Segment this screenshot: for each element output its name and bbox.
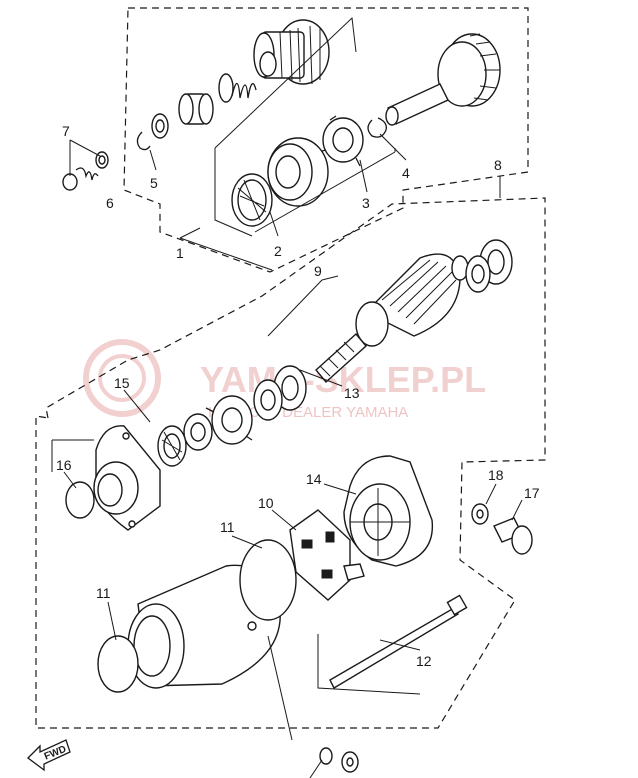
callout-labels: 1 2 3 4 5 6 7 8 9 13 15 16 18 17 10 14 1… bbox=[56, 123, 540, 669]
needle-bearing bbox=[231, 173, 273, 227]
callout-9: 9 bbox=[314, 263, 322, 279]
clutch-group-outline bbox=[123, 7, 529, 273]
callout-18: 18 bbox=[488, 467, 504, 483]
spring bbox=[218, 73, 257, 103]
callout-8: 8 bbox=[494, 157, 502, 173]
clutch-housing bbox=[267, 137, 329, 207]
callout-4: 4 bbox=[402, 165, 410, 181]
through-bolt-12 bbox=[329, 594, 468, 689]
collar bbox=[178, 93, 214, 125]
armature bbox=[315, 253, 469, 384]
o-ring-16 bbox=[65, 481, 95, 519]
callout-1: 1 bbox=[176, 245, 184, 261]
callout-13: 13 bbox=[344, 385, 360, 401]
fwd-arrow-icon: FWD bbox=[27, 739, 71, 772]
o-ring-11a bbox=[97, 635, 139, 693]
callout-17: 17 bbox=[524, 485, 540, 501]
callout-12: 12 bbox=[416, 653, 432, 669]
fwd-label: FWD bbox=[43, 744, 68, 763]
bolt-17 bbox=[493, 517, 533, 555]
callout-16: 16 bbox=[56, 457, 72, 473]
callout-7: 7 bbox=[62, 123, 70, 139]
pinion-gear bbox=[253, 19, 330, 85]
bearing bbox=[157, 425, 187, 467]
callout-10: 10 bbox=[258, 495, 274, 511]
washer-set-6-7 bbox=[62, 151, 109, 191]
callout-5: 5 bbox=[150, 175, 158, 191]
rear-cover bbox=[343, 455, 434, 567]
nut-and-washer bbox=[319, 747, 359, 773]
clutch-shaft bbox=[385, 33, 501, 126]
circlip bbox=[136, 131, 151, 151]
starter-group-outline bbox=[35, 197, 546, 729]
callout-3: 3 bbox=[362, 195, 370, 211]
front-cover bbox=[93, 425, 161, 531]
callout-11-lower: 11 bbox=[96, 585, 111, 601]
o-ring-11b bbox=[239, 539, 297, 621]
callout-6: 6 bbox=[106, 195, 114, 211]
callout-15: 15 bbox=[114, 375, 130, 391]
callout-2: 2 bbox=[274, 243, 282, 259]
callout-14: 14 bbox=[306, 471, 322, 487]
thrust-plate bbox=[205, 395, 253, 445]
leader-lines bbox=[51, 133, 523, 741]
brush-holder bbox=[289, 509, 365, 601]
circlip-4 bbox=[367, 117, 387, 138]
callout-11-upper: 11 bbox=[220, 519, 235, 535]
